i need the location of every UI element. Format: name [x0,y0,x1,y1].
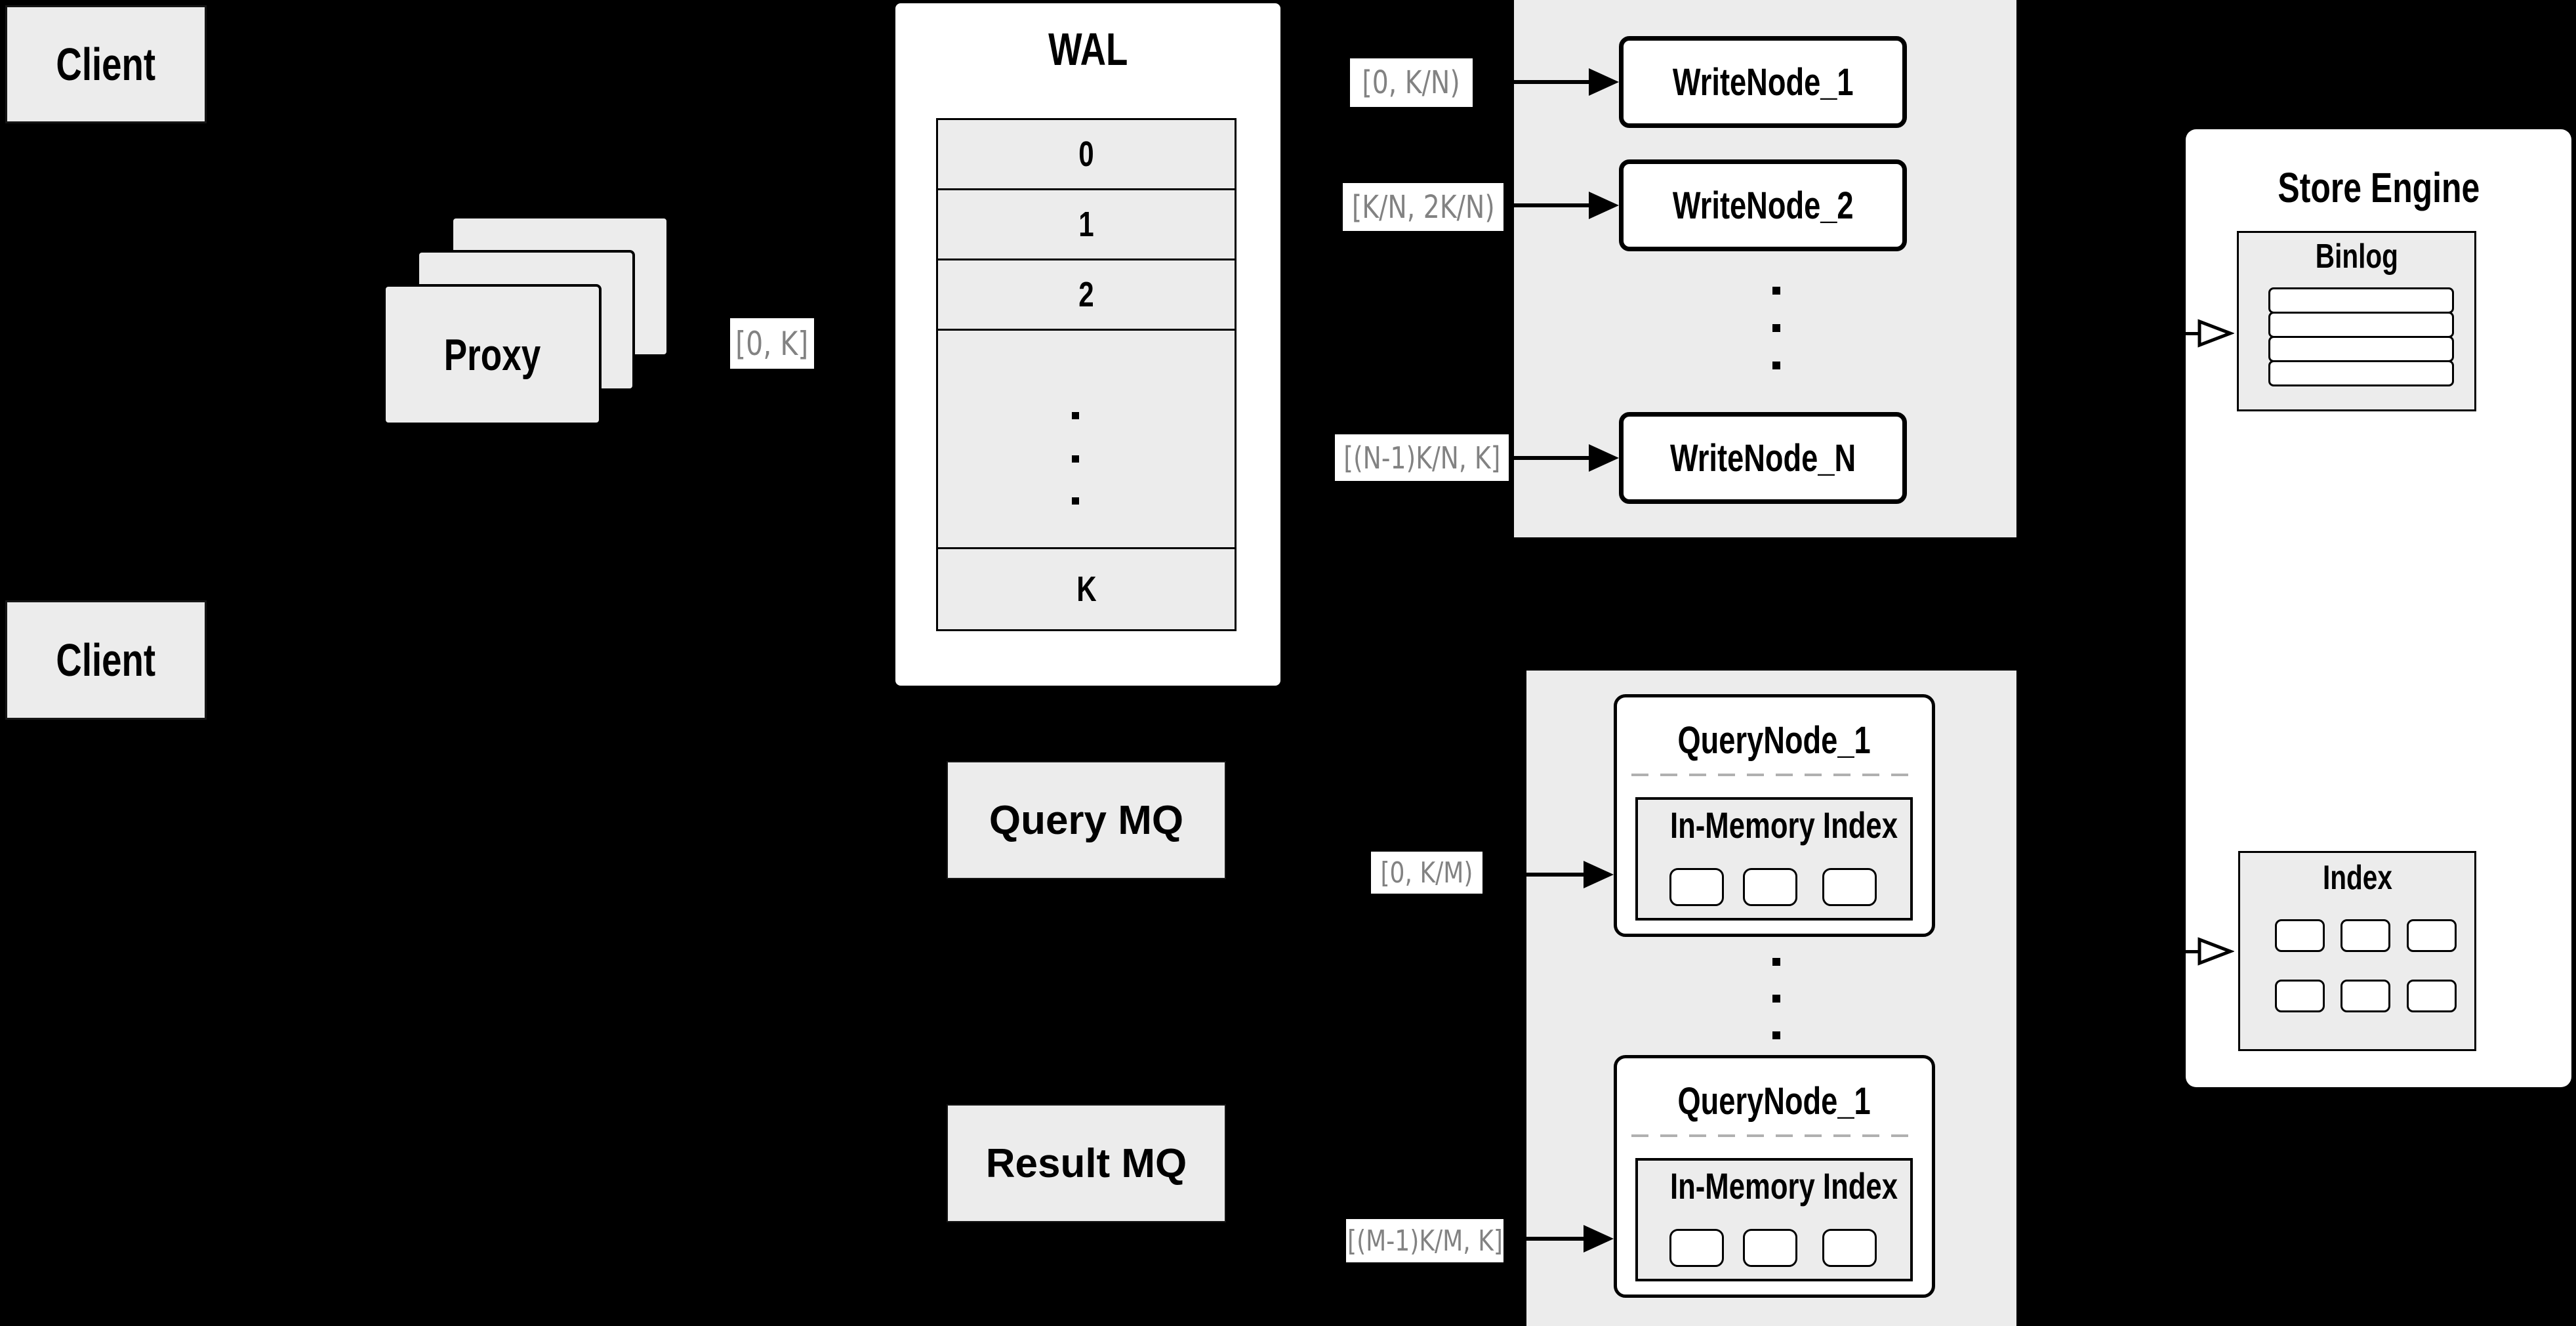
range-chip-write-1: [0, K/N) [1350,58,1473,107]
open-arrowhead-index-icon [2198,937,2234,966]
write-node-2: WriteNode_2 [1619,159,1907,251]
index-cell [2275,919,2325,952]
arrow-to-write-node-n [1509,456,1590,460]
in-memory-index-box-top: In-Memory Index [1635,797,1913,921]
query-node-top-divider [1631,774,1917,776]
memory-cell [1822,1229,1877,1267]
proxy-front-card: Proxy [383,284,602,425]
arrowhead-write-node-1 [1589,68,1619,96]
proxy-label: Proxy [443,329,541,380]
client-bottom-label: Client [56,634,156,686]
query-node-top-title: QueryNode_1 [1677,719,1871,762]
index-cell [2407,980,2457,1012]
binlog-box: Binlog [2237,231,2476,411]
query-node-ellipsis-dot [1772,958,1780,966]
index-cell [2407,919,2457,952]
memory-cell [1669,868,1724,906]
store-engine-title: Store Engine [2278,164,2480,211]
binlog-row [2268,287,2454,314]
write-node-ellipsis-dot [1772,362,1780,369]
wal-segment-k: K [936,547,1237,631]
index-box: Index [2238,851,2476,1051]
arrowhead-write-node-2 [1589,192,1619,219]
proxy-stack: Proxy [383,216,669,425]
range-chip-write-n: [(N-1)K/N, K] [1335,434,1509,481]
arrow-to-write-node-2 [1505,203,1590,207]
arrow-to-binlog [2158,332,2201,335]
range-chip-query-m: [(M-1)K/M, K] [1346,1219,1503,1262]
binlog-row [2268,360,2454,386]
in-memory-index-title-top: In-Memory Index [1669,804,1898,846]
query-mq-box: Query MQ [947,761,1226,879]
arrowhead-write-node-n [1589,444,1619,472]
write-node-ellipsis-dot [1772,287,1780,295]
query-node-ellipsis-dot [1772,995,1780,1003]
in-memory-index-box-bottom: In-Memory Index [1635,1158,1913,1281]
wal-ellipsis-dot [1072,412,1079,419]
index-title: Index [2322,859,2392,897]
memory-cell [1822,868,1877,906]
client-top-box: Client [5,5,207,123]
wal-ellipsis-cell [936,329,1237,549]
wal-title: WAL [1048,24,1128,75]
arrow-to-index [2158,950,2201,953]
client-top-label: Client [56,39,156,90]
range-chip-query-1: [0, K/M) [1371,852,1482,894]
arrowhead-query-node-1 [1584,861,1614,888]
wal-table: 0 1 2 K [936,118,1237,631]
write-node-n: WriteNode_N [1619,412,1907,504]
query-node-top: QueryNode_1 In-Memory Index [1614,694,1935,937]
index-cell [2275,980,2325,1012]
range-chip-write-2: [K/N, 2K/N) [1343,183,1503,231]
query-node-ellipsis-dot [1772,1031,1780,1039]
store-engine-box: Store Engine Binlog Index [2186,129,2571,1087]
memory-cell [1743,868,1797,906]
index-cell [2341,980,2390,1012]
query-node-bottom: QueryNode_1 In-Memory Index [1614,1055,1935,1298]
open-arrowhead-binlog-icon [2198,319,2234,348]
memory-cell [1669,1229,1724,1267]
wal-ellipsis-dot [1072,455,1079,463]
write-node-ellipsis-dot [1772,324,1780,332]
arrow-to-write-node-1 [1475,80,1590,84]
in-memory-index-title-bottom: In-Memory Index [1669,1165,1898,1207]
binlog-row [2268,336,2454,362]
result-mq-box: Result MQ [947,1104,1226,1222]
wal-segment-0: 0 [936,118,1237,190]
arrowhead-query-node-m [1584,1225,1614,1253]
arrow-to-query-node-1 [1475,873,1585,877]
wal-segment-1: 1 [936,188,1237,260]
wal-segment-2: 2 [936,259,1237,331]
query-node-bottom-divider [1631,1134,1917,1137]
range-chip-proxy: [0, K] [730,318,814,369]
binlog-title: Binlog [2315,238,2398,276]
write-node-1: WriteNode_1 [1619,36,1907,128]
binlog-row [2268,312,2454,338]
memory-cell [1743,1229,1797,1267]
wal-ellipsis-dot [1072,497,1079,505]
index-cell [2341,919,2390,952]
arrow-to-query-node-m [1502,1237,1585,1241]
query-node-bottom-title: QueryNode_1 [1677,1080,1871,1123]
wal-box: WAL 0 1 2 K [895,3,1280,686]
client-bottom-box: Client [5,600,207,720]
